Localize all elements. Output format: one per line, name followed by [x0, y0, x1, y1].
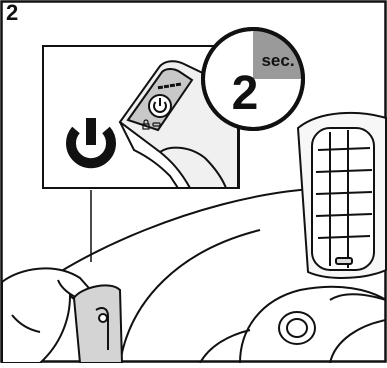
control-module: [74, 285, 122, 363]
filter-panel: [298, 113, 386, 278]
timer-unit-label: sec.: [258, 52, 298, 69]
timer-seconds-value: 2: [225, 70, 265, 118]
device-power-button[interactable]: [149, 95, 171, 117]
step-number: 2: [6, 2, 18, 24]
